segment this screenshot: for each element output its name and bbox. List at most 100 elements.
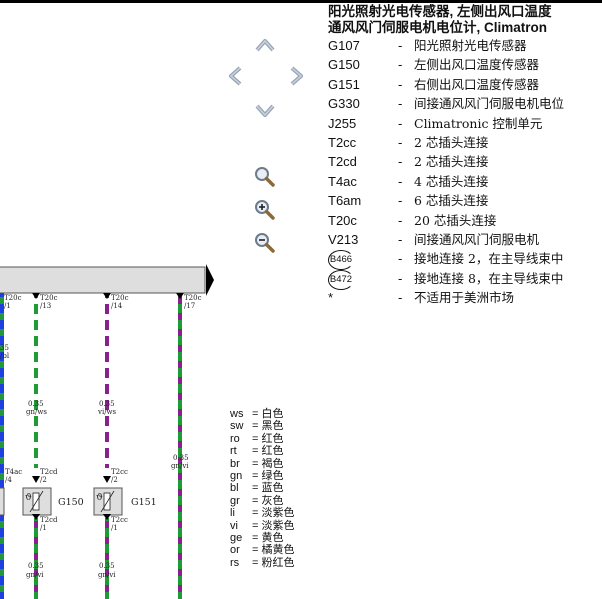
wire-color-label: /bl xyxy=(0,352,10,360)
zoom-out-button[interactable] xyxy=(252,230,276,254)
connector-label: T4ac xyxy=(5,468,22,476)
zoom-in-button[interactable] xyxy=(252,197,276,221)
equals-sign: = xyxy=(252,544,262,557)
wire-size-label: 0.35 xyxy=(173,454,189,462)
color-abbrev: rt xyxy=(230,445,237,458)
color-abbrev: gn xyxy=(230,470,243,483)
connector-pin: /1 xyxy=(4,302,11,310)
equals-sign: = xyxy=(252,482,262,495)
color-name: 蓝色 xyxy=(261,481,284,495)
pin-arrow xyxy=(103,514,111,520)
pan-right-button[interactable] xyxy=(284,64,308,88)
legend-code: T2cd xyxy=(328,154,357,170)
legend-dash: - xyxy=(398,212,403,228)
color-abbrev: bl xyxy=(230,482,239,495)
color-code-row: bl = 蓝色 xyxy=(230,481,294,495)
wire-color-label: gn/vi xyxy=(98,571,116,579)
color-name: 黄色 xyxy=(261,531,284,545)
legend-title-line1: 阳光照射光电传感器, 左侧出风口温度 xyxy=(328,4,552,19)
legend-description: 右侧出风口温度传感器 xyxy=(414,76,540,92)
legend-dash: - xyxy=(398,96,403,112)
pan-down-button[interactable] xyxy=(253,98,277,122)
legend-dash: - xyxy=(398,290,403,306)
color-code-row: ws= 白色 xyxy=(230,407,294,420)
color-name: 红色 xyxy=(261,444,284,458)
color-code-row: sw= 黑色 xyxy=(230,420,294,433)
legend-dash: - xyxy=(398,76,403,92)
legend-dash: - xyxy=(398,38,403,53)
connector-label: T2cc xyxy=(111,468,128,476)
connector-pin: /1 xyxy=(111,524,118,532)
ground-point-symbol: B472 xyxy=(328,269,354,290)
connector-pin: /2 xyxy=(111,476,118,484)
top-rule xyxy=(0,0,602,3)
legend-dash: - xyxy=(398,173,403,189)
zoom-out-icon xyxy=(255,233,275,253)
color-code-row: gr= 灰色 xyxy=(230,493,294,507)
legend-description: 6 芯插头连接 xyxy=(414,193,489,209)
connector-pin: /4 xyxy=(5,476,12,484)
sensor-symbol: ϑ xyxy=(25,492,32,503)
wire-color-label: gn/ws xyxy=(26,408,47,416)
wire-size-label: 0.35 xyxy=(28,562,44,570)
legend-code: J255 xyxy=(328,115,357,131)
color-code-row: rt= 红色 xyxy=(230,444,294,458)
color-abbrev: rs xyxy=(230,556,240,569)
color-name: 绿色 xyxy=(261,469,284,483)
color-code-row: br= 褐色 xyxy=(230,457,294,470)
control-unit-box xyxy=(0,266,206,294)
wire-2-upper xyxy=(34,293,38,468)
legend-dash: - xyxy=(398,115,403,131)
color-abbrev: sw xyxy=(230,420,244,433)
wire-size-label: 0.35 xyxy=(99,400,115,408)
legend-description: Climatronic 控制单元 xyxy=(414,115,543,131)
color-abbrev: li xyxy=(230,507,235,520)
thermistor xyxy=(32,492,40,511)
connector-label: T20c xyxy=(111,294,129,302)
legend-description: 20 芯插头连接 xyxy=(414,212,497,228)
connector-label: T2cd xyxy=(40,468,58,476)
equals-sign: = xyxy=(252,507,262,520)
g150-label: G150 xyxy=(58,497,84,508)
pan-up-button[interactable] xyxy=(253,34,277,58)
color-abbrev: ge xyxy=(230,532,243,545)
sensor-symbol: ϑ xyxy=(96,492,103,503)
component-legend: 阳光照射光电传感器, 左侧出风口温度 通风风门伺服电机电位计, Climatro… xyxy=(328,4,602,307)
legend-code: G330 xyxy=(328,96,360,112)
color-abbrev: ro xyxy=(230,432,240,445)
color-name: 灰色 xyxy=(261,493,284,507)
legend-dash: - xyxy=(398,193,403,209)
color-abbrev: ws xyxy=(230,408,244,420)
legend-code: T2cc xyxy=(328,134,357,150)
wire-left xyxy=(0,293,4,599)
equals-sign: = xyxy=(252,420,262,433)
legend-dash: - xyxy=(398,134,403,150)
magnifier-icon xyxy=(255,167,275,187)
legend-code: T20c xyxy=(328,212,357,228)
connector-label: T20c xyxy=(4,294,22,302)
wire-4 xyxy=(178,293,182,599)
connector-label: T20c xyxy=(40,294,58,302)
wire-size-label: 0.35 xyxy=(99,562,115,570)
legend-description: 2 芯插头连接 xyxy=(414,134,489,150)
legend-dash: - xyxy=(398,154,403,170)
legend-code: * xyxy=(328,290,334,306)
equals-sign: = xyxy=(252,532,262,545)
equals-sign: = xyxy=(252,457,262,470)
search-button[interactable] xyxy=(252,164,276,188)
connector-pin: /2 xyxy=(40,476,47,484)
legend-description: 4 芯插头连接 xyxy=(414,173,489,189)
connector-pin: /17 xyxy=(184,302,195,310)
wire-size-label: 35 xyxy=(0,344,9,352)
legend-row: T2cc -2 芯插头连接 xyxy=(328,133,602,152)
legend-code: G107 xyxy=(328,38,360,53)
wire-color-label: vi/ws xyxy=(97,408,117,416)
equals-sign: = xyxy=(252,519,262,532)
color-name: 淡紫色 xyxy=(261,506,295,520)
pan-left-button[interactable] xyxy=(224,64,248,88)
color-name: 橘黄色 xyxy=(261,543,295,557)
legend-title-line2: 通风风门伺服电机电位计, Climatron xyxy=(328,20,548,35)
